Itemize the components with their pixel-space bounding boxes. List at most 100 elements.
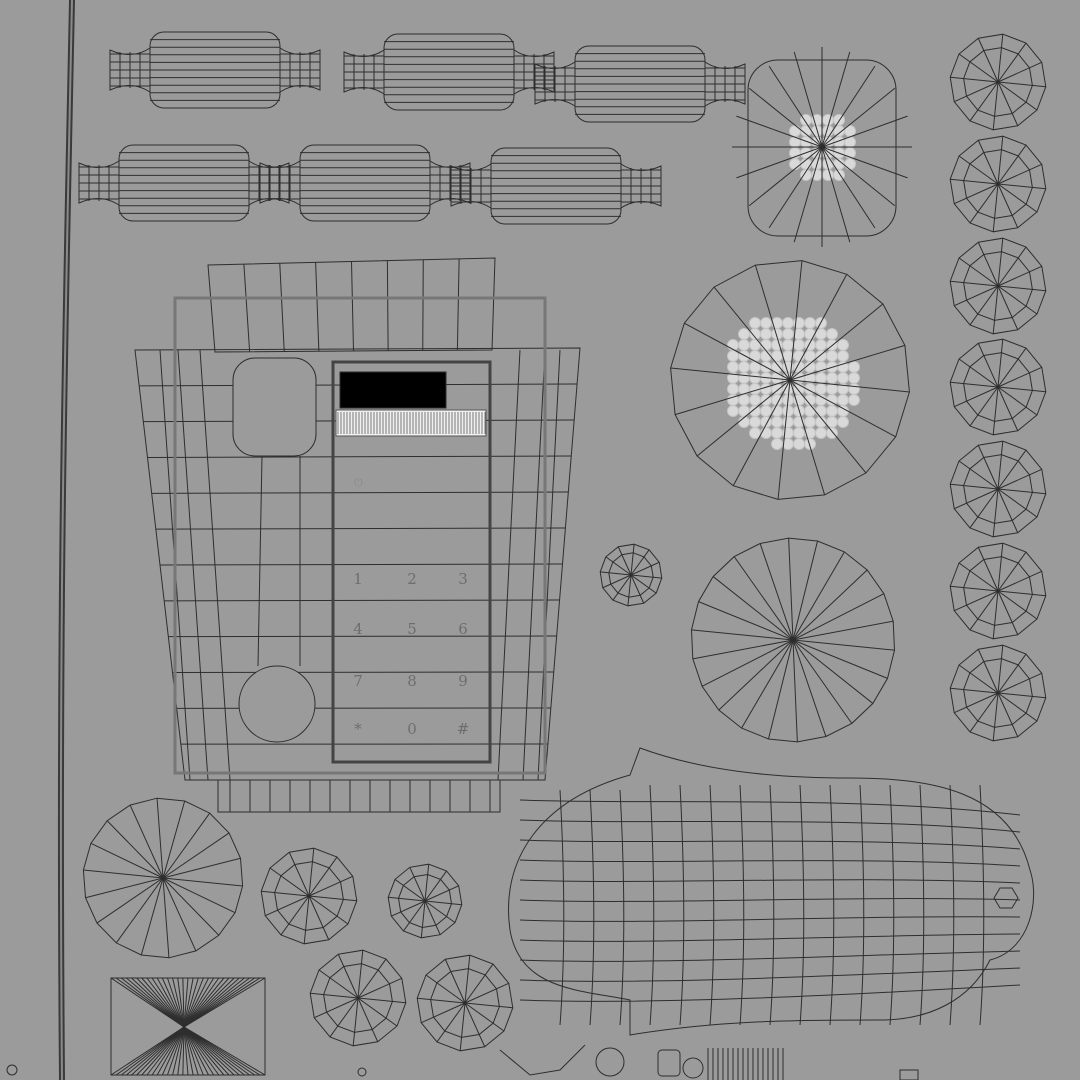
grid-edge [522,349,546,781]
fan-outline [599,543,663,607]
uv-dot [793,427,805,439]
fan-spoke [821,115,908,148]
fan-outline [949,542,1047,640]
fan-spoke [96,877,164,924]
fan-spoke [969,692,999,733]
grid-edge [559,789,565,1026]
uv-dot [815,372,827,384]
fan-spoke [992,590,999,639]
fan-spoke [950,280,999,287]
fan-spoke [997,285,1019,330]
fan-spoke [308,856,338,897]
fan-spoke [736,146,823,179]
uv-dot [804,405,816,417]
grid-edge [519,950,1021,962]
fan-spoke [357,997,398,1027]
uv-dot [822,169,834,181]
fan-spoke [997,590,1038,620]
grid-edge [949,784,955,1026]
fan-spoke [992,285,999,334]
fan-spoke [141,977,185,1028]
fan-spoke [183,977,235,1028]
fan-spoke [329,997,359,1038]
fan-spoke [789,379,910,393]
fan-spoke [997,590,1019,635]
fan-outline [690,537,896,743]
fan-spoke [789,260,803,381]
fan-spoke [997,570,1042,592]
grid-edge [199,349,231,781]
fan-spoke [83,869,164,879]
fan-spoke [602,574,632,589]
uv-dot [760,339,772,351]
fan-ring [323,963,393,1033]
fan-spoke [357,997,406,1004]
fan-spoke [183,977,225,1028]
fan-spoke [261,890,310,897]
uv-island-pill [259,144,471,222]
fan-spoke [691,629,794,641]
fan-spoke [605,556,632,576]
grid-edge [519,984,1021,1002]
fan-spoke [183,1026,266,1076]
fan-spoke [792,620,894,641]
uv-dot [738,372,750,384]
uv-dot [793,438,805,450]
uv-dot [749,350,761,362]
key-label: 8 [407,672,417,690]
uv-dot [826,405,838,417]
fan-spoke [161,1026,185,1076]
fan-spoke [183,1026,189,1076]
fan-spoke [308,895,330,940]
uv-dot [837,372,849,384]
fan-spoke [318,969,359,999]
uv-dot [738,350,750,362]
fan-spoke [977,38,999,83]
fan-ring [963,454,1033,524]
fan-spoke [789,379,867,474]
uv-island-knob [260,847,358,945]
fan-spoke [997,488,1046,495]
fan-spoke [357,950,364,999]
grid-edge [799,784,805,1026]
fan-spoke [424,864,430,902]
key-label: 9 [458,672,468,690]
fan-spoke [997,386,1019,431]
fan-spoke [464,1002,505,1032]
fan-spoke [792,540,819,641]
key-label: 5 [407,620,417,638]
uv-dot [749,405,761,417]
fan-spoke [821,146,851,243]
fan-spoke [969,81,999,122]
fan-spoke [146,977,185,1028]
fan-ring [963,47,1033,117]
fan-spoke [992,488,999,537]
fan-spoke [421,1002,466,1024]
fan-spoke [958,664,999,694]
fan-spoke [777,379,791,500]
fan-spoke [977,649,999,694]
fan-spoke [162,857,241,879]
small-island [657,1049,681,1077]
fan-spoke [712,576,794,641]
uv-dot [848,383,860,395]
grid-edge [519,859,1021,867]
fan-spoke [183,1026,245,1076]
fan-spoke [627,574,632,606]
uv-island-disc [82,797,244,959]
grid-edge [159,563,563,566]
fan-spoke [954,81,999,103]
fan-spoke [954,183,999,205]
fan-spoke [741,639,794,729]
uv-dot [782,416,794,428]
keypad-labels: 1 2 3 4 5 6 7 8 9 * 0 # [333,560,490,750]
fan-spoke [182,1026,185,1076]
fan-spoke [308,895,357,902]
fan-spoke [115,977,185,1028]
uv-dot [826,427,838,439]
grid-edge [979,784,985,1026]
fan-spoke [997,366,1042,388]
uv-island-knob [309,949,407,1047]
fan-spoke [425,974,466,1004]
